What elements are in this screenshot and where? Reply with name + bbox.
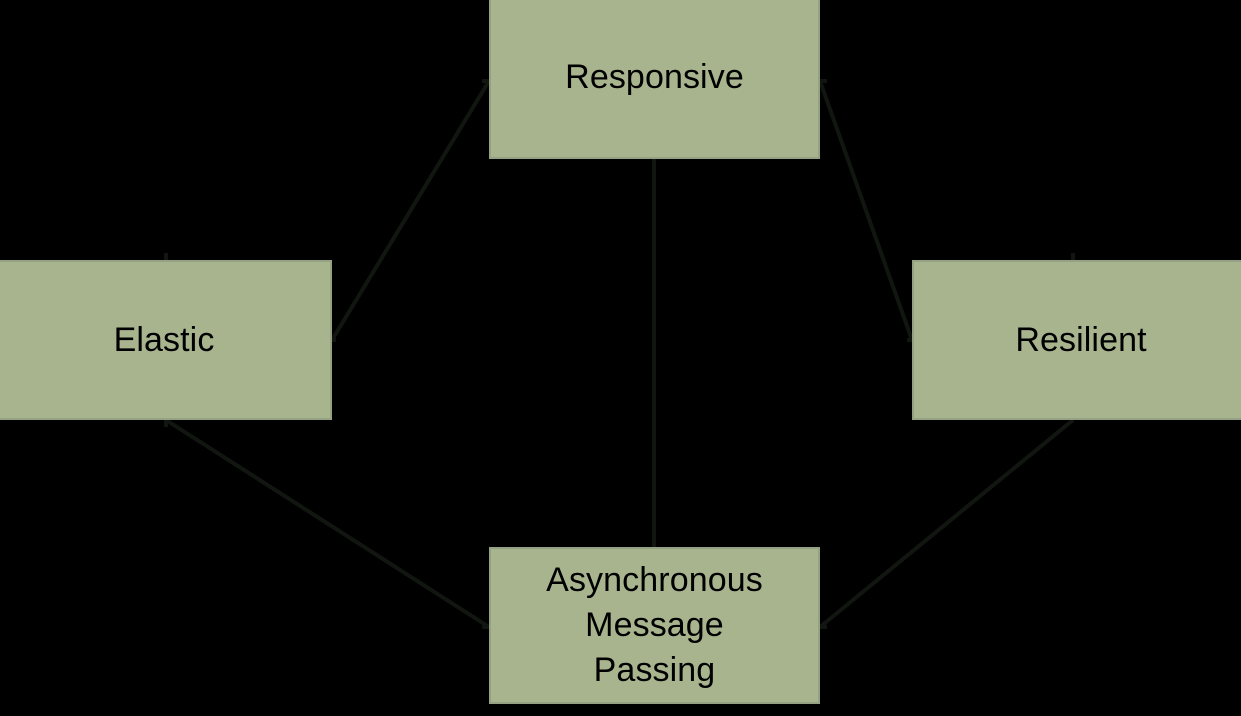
connector-stub-async-right [820, 625, 827, 629]
connector-stub-elastic-right [329, 338, 336, 342]
node-asynchronous-message-passing-label: Asynchronous Message Passing [546, 561, 763, 689]
connector-async-resilient [818, 418, 1075, 629]
connector-elastic-responsive [330, 79, 491, 342]
connector-stub-resilient-left [907, 338, 914, 342]
node-elastic[interactable]: Elastic [0, 260, 332, 420]
connector-stub-resilient-top [1071, 253, 1075, 260]
connector-stub-async-left [482, 625, 489, 629]
connector-stub-elastic-top [164, 253, 168, 260]
node-resilient[interactable]: Resilient [912, 260, 1241, 420]
connector-async-elastic [164, 418, 491, 629]
connector-stub-elastic-bottom [164, 420, 168, 427]
node-asynchronous-message-passing[interactable]: Asynchronous Message Passing [489, 547, 820, 704]
node-elastic-label: Elastic [113, 320, 215, 359]
connector-stub-responsive-left [482, 79, 489, 83]
node-responsive-label: Responsive [565, 58, 744, 96]
node-resilient-label: Resilient [1015, 320, 1147, 359]
node-responsive[interactable]: Responsive [489, 0, 820, 159]
connector-resilient-responsive [818, 80, 914, 341]
connector-stub-responsive-right [820, 79, 827, 83]
